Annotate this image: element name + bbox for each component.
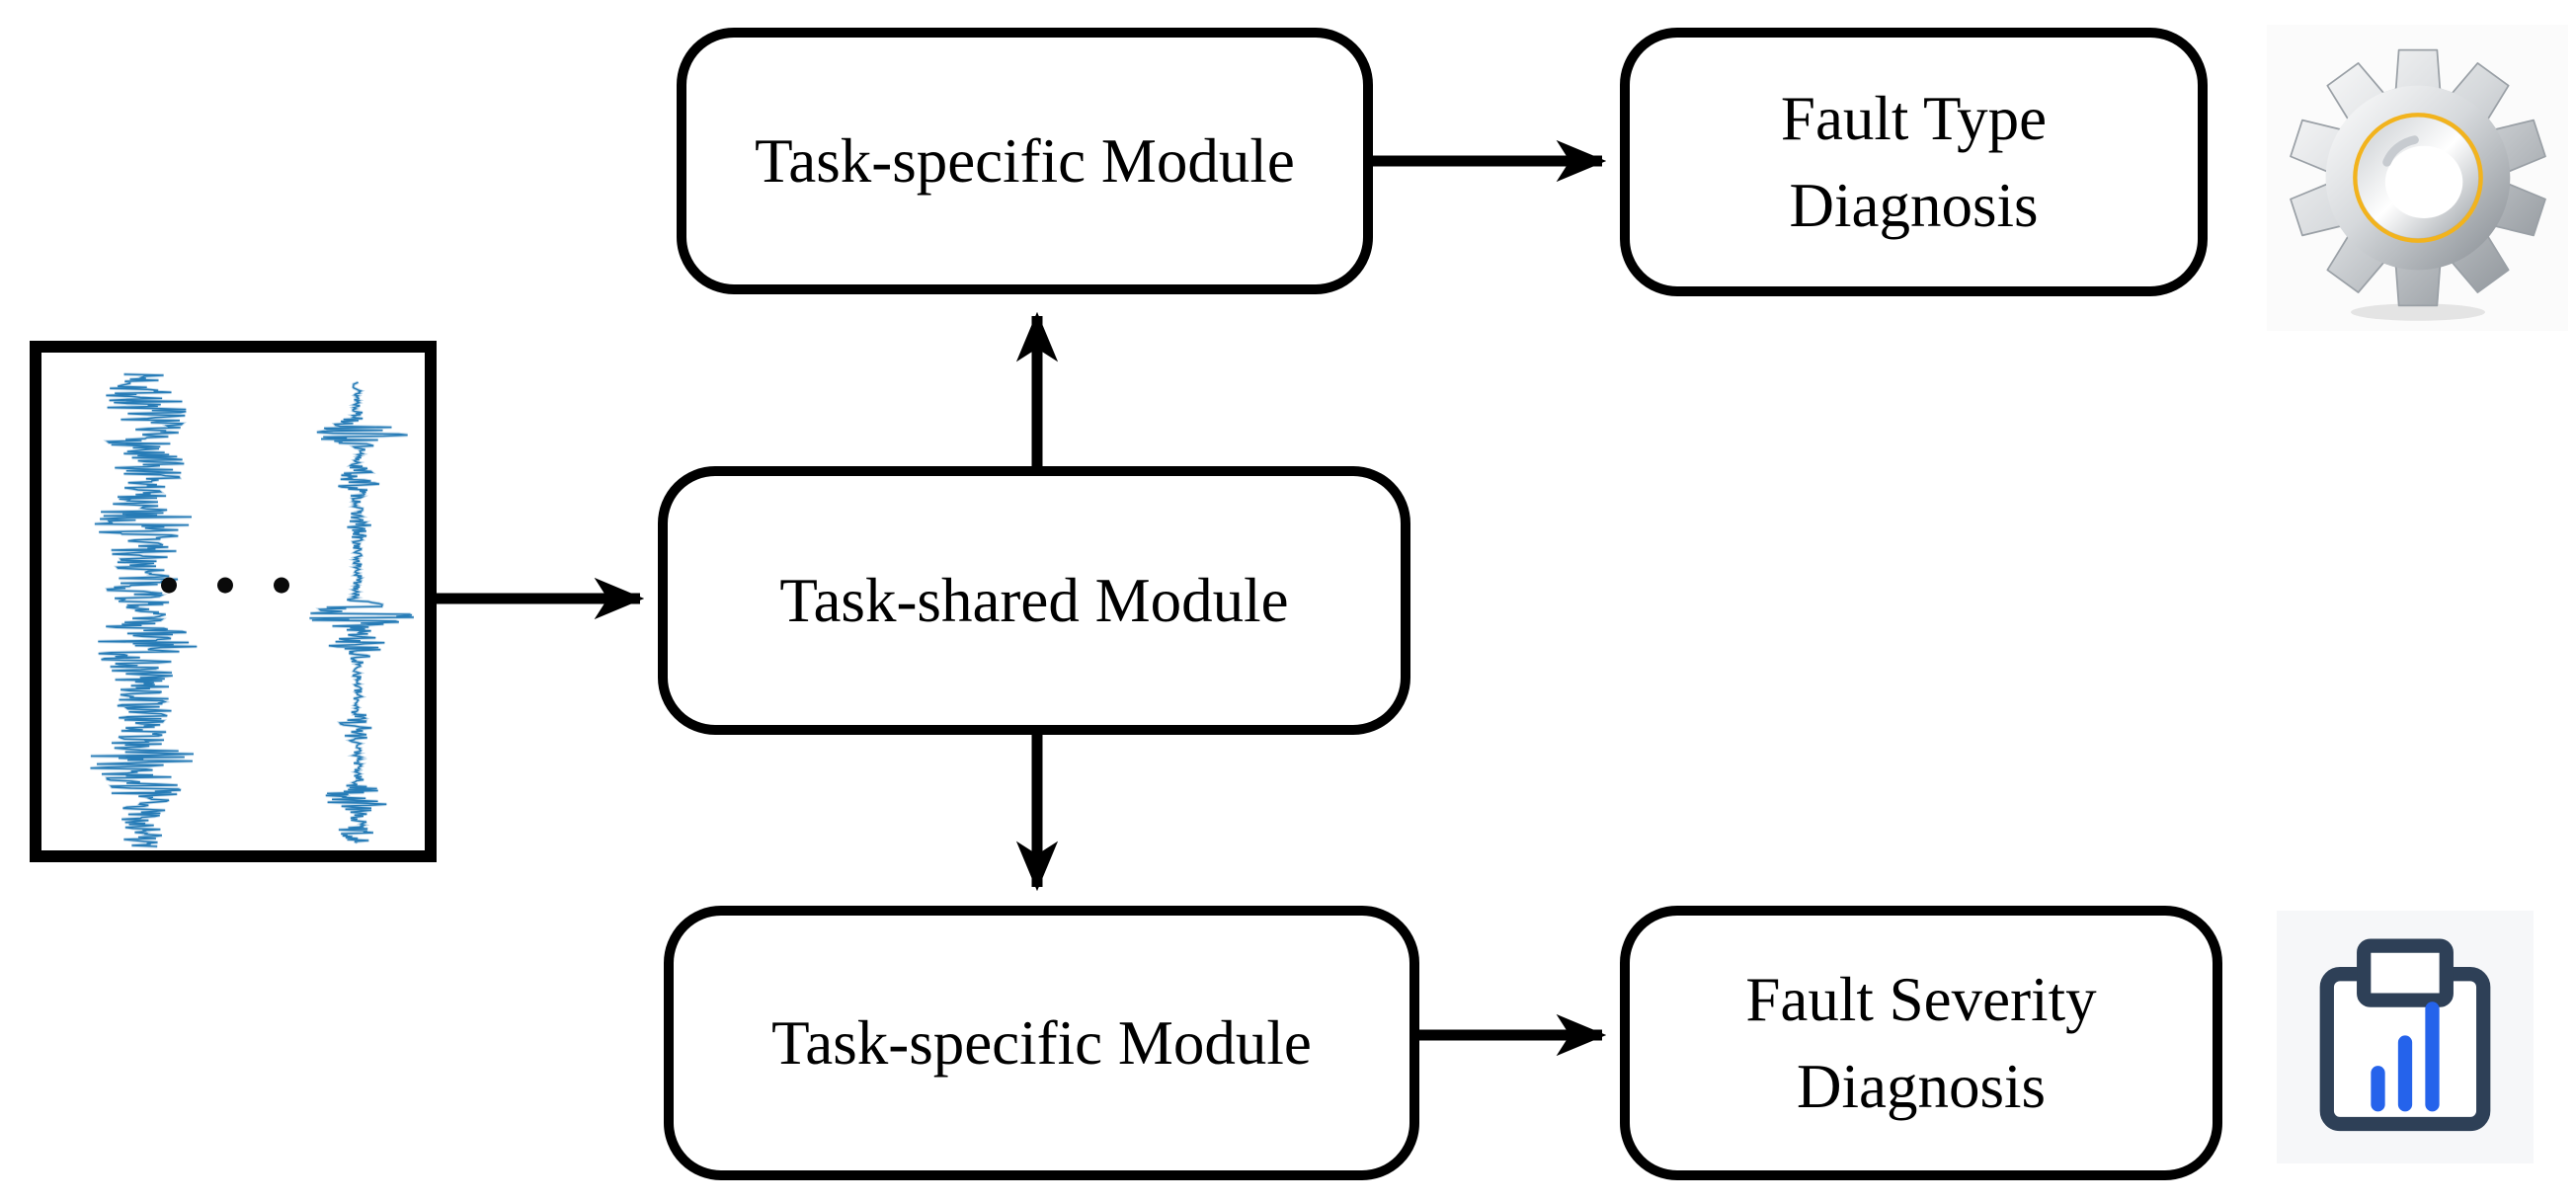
vibration-signals-plot	[90, 372, 414, 848]
node-task-specific-top-label: Task-specific Module	[755, 126, 1295, 196]
clipboard-clip	[2357, 938, 2454, 1007]
node-fault-type-diagnosis: Fault Type Diagnosis	[1620, 28, 2208, 296]
node-task-shared-label: Task-shared Module	[779, 566, 1289, 635]
ellipsis-dots: ● ● ●	[159, 572, 307, 596]
gear-icon	[2289, 48, 2546, 321]
fault-type-line2: Diagnosis	[1789, 171, 2039, 240]
gear-icon-panel	[2267, 25, 2568, 331]
node-task-specific-bottom: Task-specific Module	[664, 906, 1419, 1180]
gear-gold-ring	[2352, 113, 2483, 243]
node-task-shared: Task-shared Module	[658, 466, 1410, 735]
node-fault-severity-diagnosis: Fault Severity Diagnosis	[1620, 906, 2222, 1180]
gear-center-hole	[2384, 145, 2462, 218]
gear-hub-highlight	[2381, 135, 2419, 167]
fault-severity-line2: Diagnosis	[1797, 1052, 2046, 1121]
gear-shadow	[2350, 303, 2485, 321]
bar-chart-icon-panel	[2277, 911, 2534, 1163]
fault-type-line1: Fault Type	[1780, 84, 2048, 153]
node-task-specific-bottom-label: Task-specific Module	[771, 1008, 1312, 1078]
bar-chart-clipboard-icon	[2319, 938, 2491, 1132]
node-task-specific-top: Task-specific Module	[677, 28, 1373, 294]
input-signal-panel: ● ● ●	[30, 341, 437, 862]
fault-severity-line1: Fault Severity	[1745, 965, 2097, 1034]
